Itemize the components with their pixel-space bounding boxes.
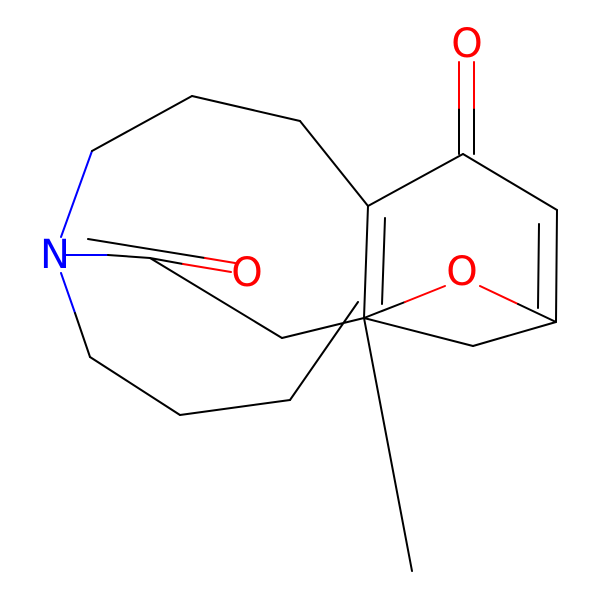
bond-c3-c4	[299, 120, 369, 207]
ketone-oxygen-atom-label: O	[451, 21, 482, 67]
amide-oxygen-atom-label: O	[231, 250, 262, 296]
bond-n-c12	[60, 272, 76, 314]
bond-c6-c7	[555, 209, 558, 323]
bond-c14-c15	[179, 399, 291, 416]
bond-c8-c9	[363, 317, 474, 347]
bond-amide-red-b	[204, 257, 236, 264]
bond-o-ether-c7-black	[517, 303, 557, 323]
ether-oxygen-atom-label: O	[446, 249, 477, 295]
bond-c9-o-ether-black	[363, 301, 406, 319]
bond-c9-c4-double	[381, 217, 386, 305]
bond-n-c1	[60, 150, 93, 238]
bond-c13-c14	[89, 356, 181, 416]
bond-c6-c7-double	[537, 223, 540, 309]
bond-c12-c13	[74, 312, 91, 358]
bond-c9-c4	[363, 205, 369, 319]
bond-amide-black-b	[87, 238, 206, 259]
bond-amide-black-a	[149, 257, 184, 265]
bond-n-c11-black	[107, 254, 151, 259]
bond-c4-c5	[367, 153, 464, 207]
bond-c9-c10	[281, 317, 365, 339]
bond-c2-c3	[191, 95, 301, 122]
bond-c9-o-ether-red	[404, 285, 446, 303]
bond-c5-c6	[462, 153, 558, 211]
bond-o-ether-c7-red	[479, 285, 519, 305]
bond-amide-red-a	[182, 263, 232, 273]
bond-c7-c8	[472, 321, 557, 347]
nitrogen-atom-label: N	[40, 232, 70, 278]
bond-c1-c2	[91, 95, 193, 152]
bond-c10-c11	[149, 257, 283, 339]
bond-c15-c16	[289, 301, 359, 401]
bond-c9-methyl	[363, 317, 413, 572]
